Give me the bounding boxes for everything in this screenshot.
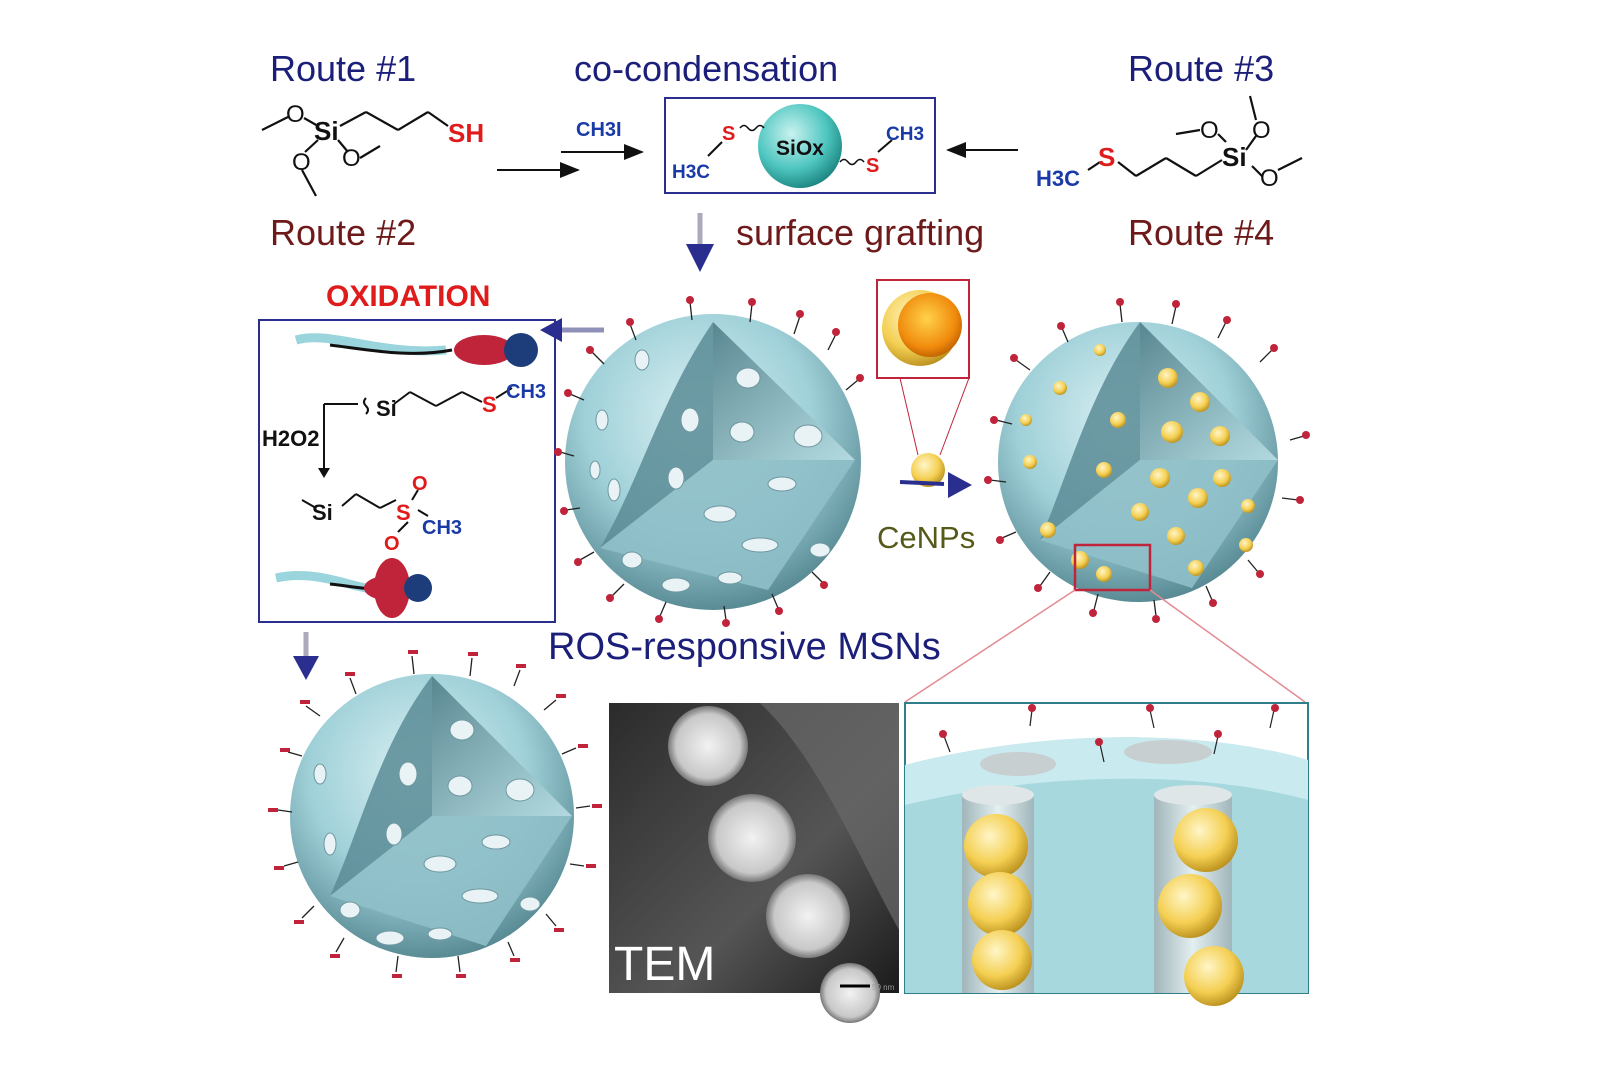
route3-s: S [1098,142,1115,172]
route1-si: Si [314,116,339,146]
cenps-label: CeNPs [877,520,976,555]
route2-label: Route #2 [270,212,417,253]
ch3i-reagent: CH3I [576,119,622,141]
route1-o-right: O [342,145,361,172]
route3-o-right: O [1260,165,1279,192]
zoomed-pore-panel [904,702,1309,1006]
ox-s-top: S [482,392,497,417]
central-sphere-ligands [559,301,859,621]
zoom-region-box [1073,543,1152,592]
central-msn-sphere [565,314,861,610]
route3-o-top: O [1252,117,1271,144]
ox-ch3-bottom: CH3 [422,517,462,539]
oxidized-msn-sphere [290,674,574,958]
tem-label: TEM [614,938,715,991]
ox-h2o2: H2O2 [262,426,319,451]
siox-sphere [758,104,842,188]
route1-molecule [261,111,449,197]
cenp-arrow-head [948,472,972,498]
tem-image-panel: 50 nm TEM [609,703,899,1023]
route3-molecule [1087,95,1303,177]
tem-particle [766,874,850,958]
down-arrow-head [686,244,714,272]
ox-si-top: Si [376,396,397,421]
route3-h3c: H3C [1036,166,1080,191]
ox-o-bottom: O [384,533,400,555]
route1-o-top: O [286,101,305,128]
route3-si: Si [1222,142,1247,172]
ros-msns-label: ROS-responsive MSNs [548,626,941,668]
box-s-right: S [866,155,879,177]
route3-label: Route #3 [1128,48,1275,89]
tem-particle [820,963,880,1023]
oxidation-label: OXIDATION [326,280,491,313]
tem-particle [668,706,748,786]
route1-sh: SH [448,118,484,148]
route1-label: Route #1 [270,48,417,89]
route3-o-left: O [1200,117,1219,144]
tem-particle [708,794,796,882]
surface-grafting-label: surface grafting [736,212,985,253]
box-h3c: H3C [672,162,710,183]
route4-label: Route #4 [1128,212,1275,253]
ox-si-bottom: Si [312,500,333,525]
loaded-msn-sphere [998,322,1278,602]
box-ch3: CH3 [886,124,924,145]
co-condensation-label: co-condensation [574,48,839,89]
box-s-left: S [722,123,735,145]
oxidation-arrow-head [540,318,562,342]
ox-ch3-top: CH3 [506,381,546,403]
siox-label: SiOx [776,137,824,160]
ox-o-top: O [412,473,428,495]
ox-s-bottom: S [396,500,411,525]
cenp-particle [911,453,945,487]
tem-scale-label: 50 nm [872,983,895,992]
route1-o-left: O [292,149,311,176]
